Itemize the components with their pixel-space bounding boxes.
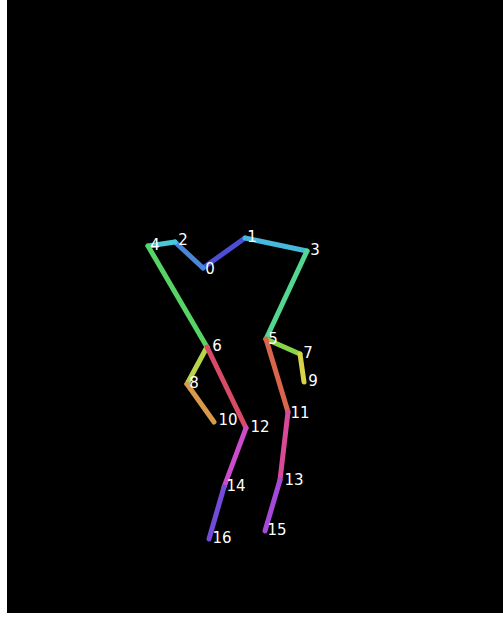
keypoint-number: 9 [308,374,318,389]
limb [266,251,307,339]
keypoint-number: 1 [247,230,257,245]
keypoint-number: 6 [212,339,222,354]
keypoint-number: 13 [284,473,303,488]
keypoint-number: 4 [150,238,160,253]
keypoint-number: 7 [303,346,313,361]
keypoint-number: 14 [226,479,245,494]
limb [266,339,288,412]
keypoint-number: 5 [268,332,278,347]
keypoint-number: 8 [189,376,199,391]
limb [207,347,246,428]
background [7,0,503,613]
keypoint-number: 2 [178,233,188,248]
limb [148,246,207,347]
keypoint-number: 0 [205,262,215,277]
keypoint-number: 11 [290,406,309,421]
limb [280,412,288,480]
keypoint-number: 12 [250,420,269,435]
keypoint-number: 15 [267,523,286,538]
keypoint-number: 3 [310,243,320,258]
keypoint-number: 10 [218,413,237,428]
keypoint-number: 16 [212,531,231,546]
